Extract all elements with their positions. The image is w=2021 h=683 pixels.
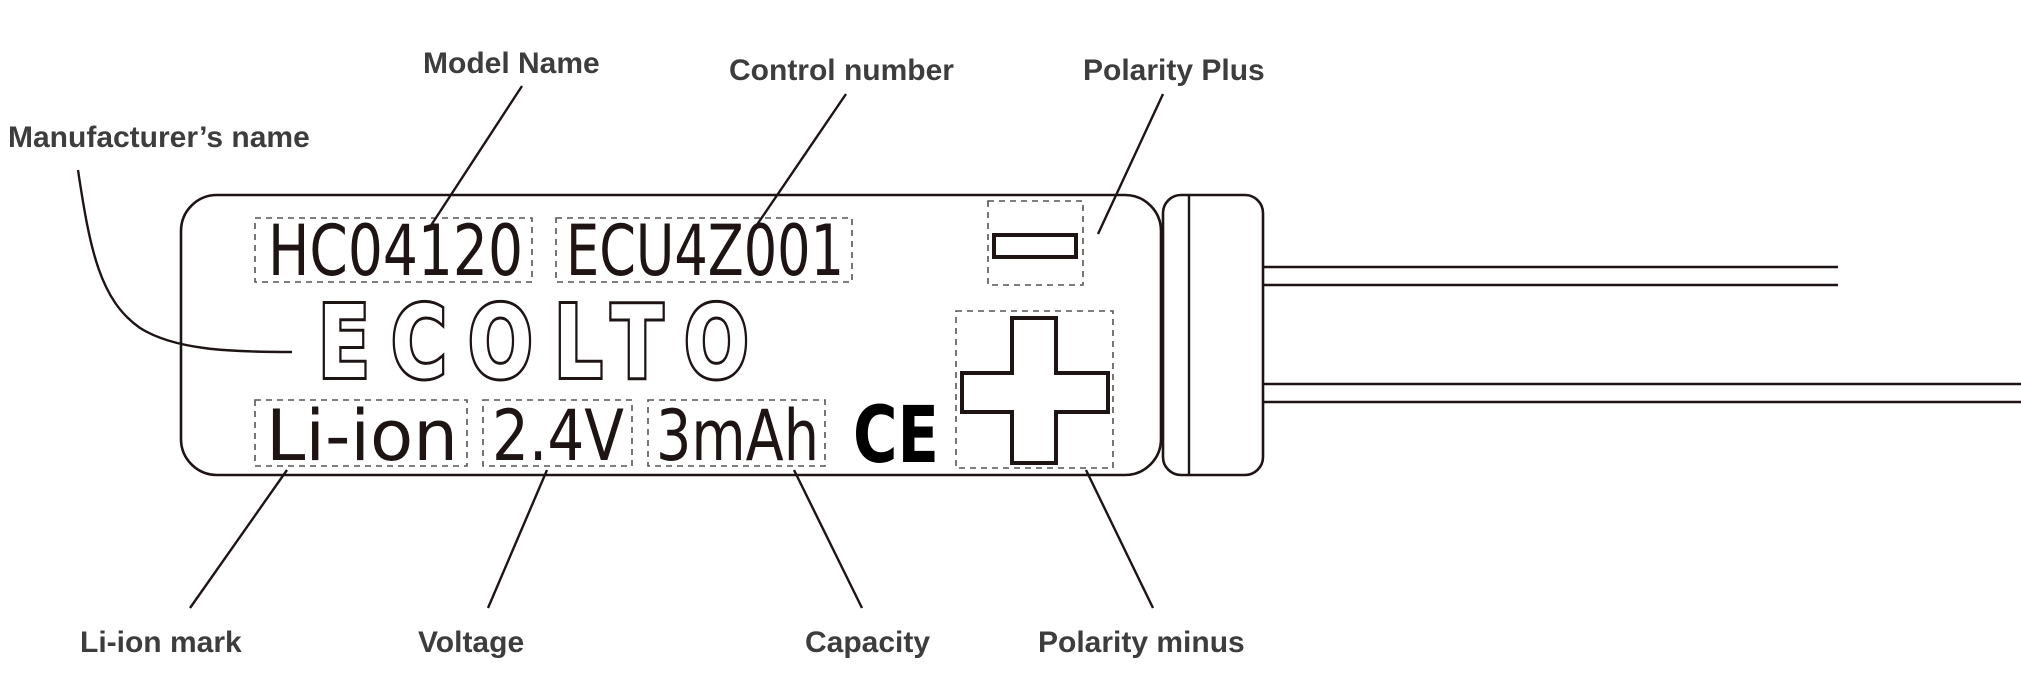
- model-field-box: [254, 217, 533, 283]
- li-ion-text: Li-ion: [266, 395, 458, 477]
- ce-mark: CE: [853, 391, 939, 481]
- capacity-field-box: [647, 399, 826, 467]
- label-polarity-plus: Polarity Plus: [1083, 54, 1265, 87]
- capacity-text: 3mAh: [656, 395, 819, 477]
- wire-leads: [1262, 265, 2021, 404]
- leader-model-name: [426, 85, 524, 231]
- polarity-plus-box: [955, 310, 1114, 469]
- leader-control-number: [751, 93, 847, 233]
- label-capacity: Capacity: [805, 626, 930, 659]
- li-ion-field-box: [254, 399, 468, 467]
- battery-end-cap: [1161, 193, 1265, 477]
- battery-body: [179, 193, 1163, 477]
- label-polarity-minus: Polarity minus: [1038, 626, 1245, 659]
- leader-manufacturer-name: [76, 169, 293, 354]
- label-control-number: Control number: [729, 54, 954, 87]
- leader-polarity-plus: [1096, 93, 1165, 235]
- control-field-box: [555, 217, 853, 283]
- plus-icon: [960, 316, 1110, 465]
- leader-polarity-minus: [1084, 469, 1155, 609]
- leader-voltage: [486, 469, 549, 609]
- label-li-ion-mark: Li-ion mark: [80, 626, 242, 659]
- manufacturer-logo: ECOLTO: [318, 284, 770, 401]
- model-name-text: HC04120: [268, 210, 523, 292]
- voltage-text: 2.4V: [492, 395, 624, 477]
- minus-icon: [992, 233, 1078, 259]
- leader-capacity: [792, 469, 864, 609]
- leader-lines: [76, 85, 1165, 609]
- label-voltage: Voltage: [418, 626, 524, 659]
- leader-li-ion-mark: [189, 469, 288, 609]
- voltage-field-box: [482, 399, 633, 467]
- label-model-name: Model Name: [423, 47, 600, 80]
- polarity-minus-box: [987, 200, 1084, 286]
- control-number-text: ECU4Z001: [566, 210, 844, 292]
- label-manufacturer-name: Manufacturer’s name: [8, 121, 310, 154]
